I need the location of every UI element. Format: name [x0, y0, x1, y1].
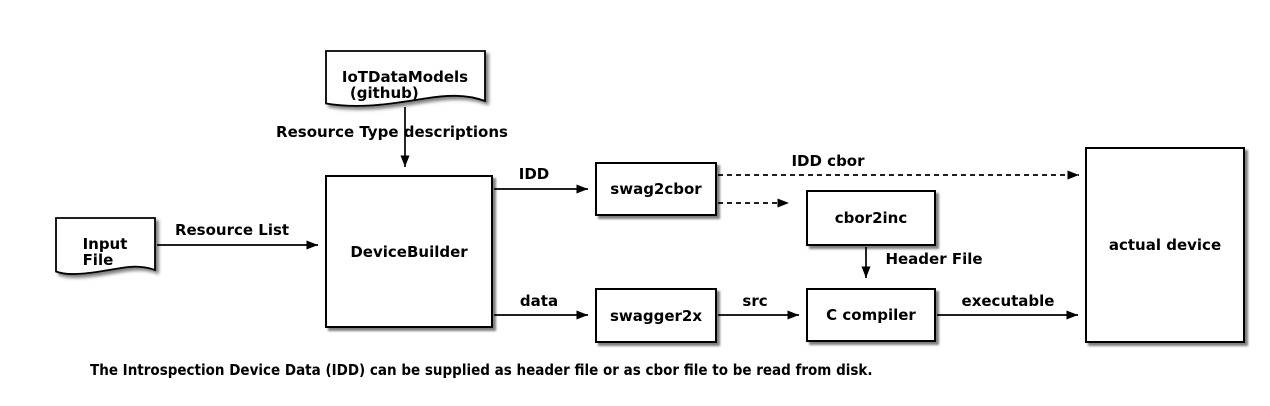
node-label: actual device — [1108, 236, 1222, 254]
node-swag2cbor: swag2cbor — [595, 162, 717, 216]
node-label: swag2cbor — [610, 180, 702, 198]
node-swagger2x: swagger2x — [595, 288, 717, 343]
edge-label-idd: IDD — [518, 165, 550, 183]
node-cbor2inc: cbor2inc — [806, 190, 936, 246]
document-shape — [325, 50, 486, 107]
edge-label-header-file: Header File — [885, 250, 983, 268]
edge-label-executable: executable — [961, 292, 1055, 310]
edge-label-resource-list: Resource List — [174, 221, 290, 239]
node-label: DeviceBuilder — [350, 242, 468, 261]
node-label: cbor2inc — [834, 209, 908, 227]
edge-label-data: data — [519, 292, 559, 310]
node-devicebuilder: DeviceBuilder — [325, 175, 493, 328]
node-iotdatamodels: IoTDataModels (github) — [325, 50, 486, 112]
node-label: swagger2x — [609, 306, 703, 325]
edge-label-resource-type-descriptions: Resource Type descriptions — [276, 123, 508, 141]
node-label: IoTDataModels — [341, 67, 469, 86]
node-label: Input — [82, 234, 128, 253]
edge-label-idd-cbor: IDD cbor — [791, 152, 865, 170]
node-ccompiler: C compiler — [806, 288, 936, 342]
document-shape — [55, 217, 156, 275]
node-label: C compiler — [826, 306, 916, 324]
node-label: File — [82, 250, 114, 269]
edge-label-src: src — [742, 292, 768, 310]
node-actualdevice: actual device — [1085, 147, 1245, 343]
node-inputfile: Input File — [55, 217, 156, 279]
node-label: (github) — [349, 83, 419, 102]
caption: The Introspection Device Data (IDD) can … — [90, 361, 873, 379]
